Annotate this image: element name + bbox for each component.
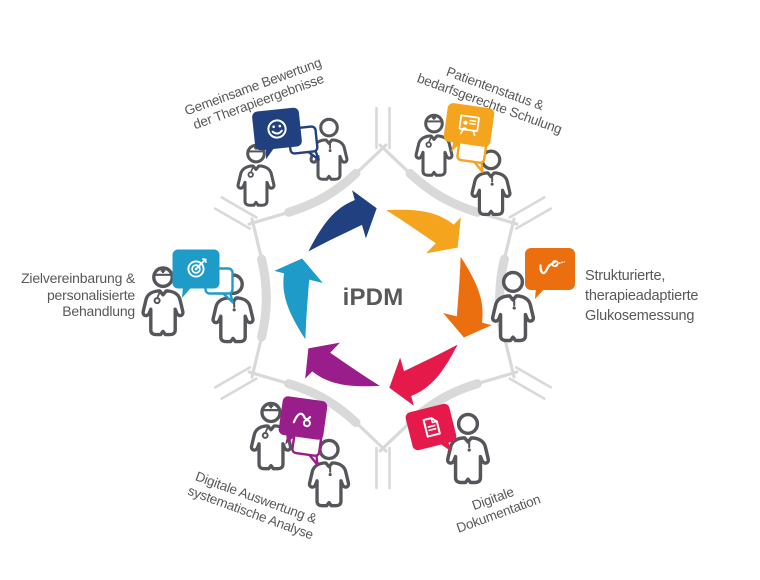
patient-figure [448,415,489,483]
segment-digitale-auswertung [251,396,348,506]
smiley-face-icon [267,119,287,139]
cell-divider-chevron [247,143,388,226]
analysis-curve-icon [292,412,312,428]
cell-divider-spokes [213,106,553,490]
speech-bubble [443,103,495,152]
speech-bubble [278,396,328,445]
speech-bubble [525,248,575,299]
training-board-icon [458,114,480,137]
segment-digitale-dokumentation [405,403,489,483]
center-label-ipdm: iPDM [342,284,404,311]
speech-bubble [172,249,220,298]
segment-glukosemessung [493,248,575,340]
segment-label-glukosemessung: Strukturierte, therapieadaptierte Glukos… [585,268,699,324]
segment-label-zielvereinbarung: Zielvereinbarung & personalisierte Behan… [21,270,135,320]
segment-patientenstatus-schulung [416,103,510,214]
segment-gemeinsame-bewertung [238,107,347,205]
document-icon [422,417,441,438]
segment-zielvereinbarung [143,249,253,342]
speech-bubble [405,403,457,452]
cell-divider-chevron [250,217,271,379]
target-arrow-icon [187,258,207,278]
glucose-curve-icon [539,260,565,275]
cell-divider-chevron [247,370,388,453]
cell-divider-chevron [378,143,519,226]
speech-bubble [252,107,302,160]
